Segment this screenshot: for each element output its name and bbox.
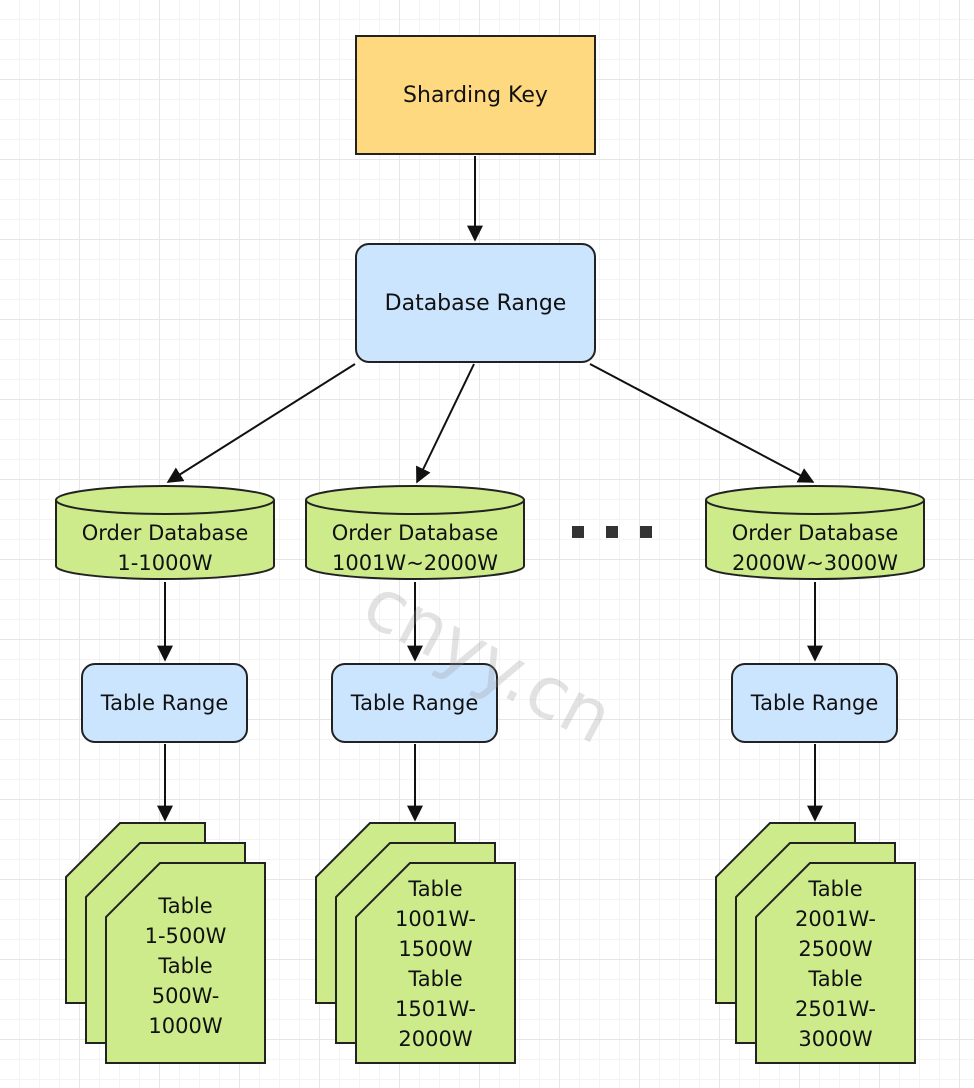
table-group-2-line: 1500W	[398, 937, 473, 961]
table-group-1-line: Table	[158, 894, 213, 918]
table-stack-2	[315, 822, 516, 1064]
database-2-name: Order Database	[331, 521, 499, 545]
sharding-key-box: Sharding Key	[355, 35, 596, 155]
ellipsis-dots	[572, 523, 674, 542]
database-1-name: Order Database	[81, 521, 249, 545]
database-range-box: Database Range	[355, 243, 596, 363]
database-cylinder-2	[305, 485, 525, 580]
database-3-range: 2000W~3000W	[731, 551, 898, 575]
table-group-1-label: Table 1-500W Table 500W- 1000W	[108, 891, 263, 1041]
sharding-key-label: Sharding Key	[403, 82, 548, 108]
table-group-2-line: 1001W-	[395, 907, 476, 931]
table-group-1-line: 1-500W	[144, 924, 227, 948]
table-group-3-line: 3000W	[798, 1027, 873, 1051]
table-group-2-line: Table	[408, 967, 463, 991]
table-group-2-label: Table 1001W- 1500W Table 1501W- 2000W	[358, 874, 513, 1054]
arrow-range-to-db2	[416, 363, 475, 484]
table-group-1-line: Table	[158, 954, 213, 978]
table-group-3-line: 2500W	[798, 937, 873, 961]
table-range-label: Table Range	[750, 691, 879, 715]
database-cylinder-1	[55, 485, 275, 580]
table-group-2-line: 1501W-	[395, 997, 476, 1021]
database-2-range: 1001W~2000W	[331, 551, 498, 575]
arrow-range-to-db1	[166, 363, 356, 483]
table-range-label: Table Range	[350, 691, 479, 715]
database-1-range: 1-1000W	[117, 551, 213, 575]
table-group-3-line: Table	[808, 967, 863, 991]
table-group-3-label: Table 2001W- 2500W Table 2501W- 3000W	[758, 874, 913, 1054]
table-stack-3	[715, 822, 916, 1064]
database-3-label: Order Database 2000W~3000W	[706, 518, 924, 578]
table-group-3-line: 2001W-	[795, 907, 876, 931]
table-range-box-3: Table Range	[731, 663, 898, 743]
table-range-box-1: Table Range	[81, 663, 248, 743]
table-group-3-line: Table	[808, 877, 863, 901]
table-stack-1	[65, 822, 266, 1064]
table-group-1-line: 1000W	[148, 1014, 223, 1038]
database-2-label: Order Database 1001W~2000W	[306, 518, 524, 578]
table-group-2-line: 2000W	[398, 1027, 473, 1051]
table-range-box-2: Table Range	[331, 663, 498, 743]
database-3-name: Order Database	[731, 521, 899, 545]
table-range-label: Table Range	[100, 691, 229, 715]
database-range-label: Database Range	[384, 290, 567, 316]
table-group-2-line: Table	[408, 877, 463, 901]
database-cylinder-3	[705, 485, 925, 580]
arrow-range-to-db3	[589, 363, 815, 483]
table-group-1-line: 500W-	[151, 984, 220, 1008]
table-group-3-line: 2501W-	[795, 997, 876, 1021]
database-1-label: Order Database 1-1000W	[56, 518, 274, 578]
